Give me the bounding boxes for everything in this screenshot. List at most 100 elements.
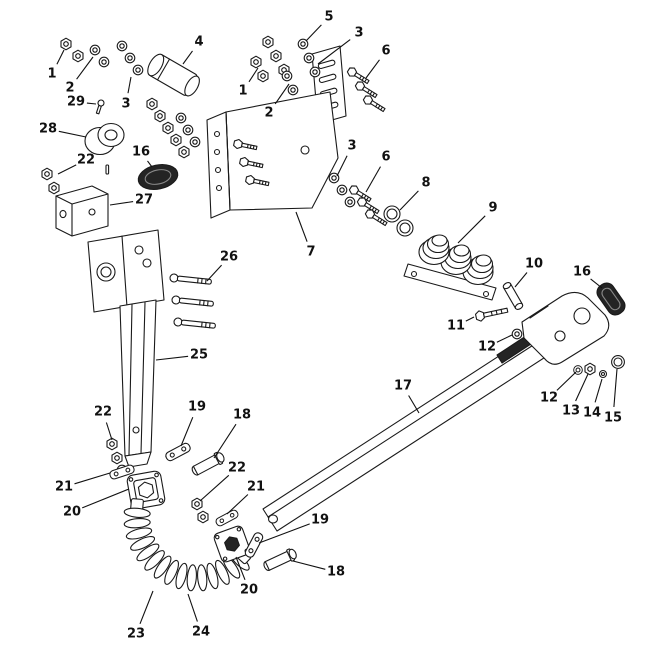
- callout-leader-2: [76, 56, 94, 80]
- callout-leader-1: [56, 49, 65, 65]
- callout-leader-9: [457, 215, 486, 244]
- callout-leader-6: [365, 59, 380, 79]
- part-cap-28: [84, 122, 125, 156]
- callout-leader-12: [556, 371, 577, 391]
- callout-leader-20: [235, 556, 246, 581]
- part-spring-assembly-9: [403, 234, 497, 301]
- part-pad-16-top: [137, 163, 179, 191]
- callout-leader-3: [336, 155, 348, 177]
- callout-leader-18: [292, 560, 326, 570]
- part-plate-19a: [163, 441, 193, 463]
- callout-leader-22: [199, 474, 230, 502]
- callout-leader-28: [58, 130, 87, 138]
- callout-label-19: 19: [188, 400, 206, 415]
- part-bolts-6-top: [345, 65, 388, 115]
- callout-label-12: 12: [540, 391, 558, 406]
- callout-leader-1: [248, 67, 259, 83]
- callout-label-11: 11: [447, 319, 465, 334]
- callout-leader-19: [258, 523, 310, 544]
- callout-leader-26: [206, 264, 223, 282]
- callout-label-3: 3: [121, 97, 130, 112]
- callout-leader-21: [226, 494, 249, 515]
- callout-leader-3: [127, 76, 132, 94]
- part-bolt-11: [474, 307, 509, 322]
- callout-leader-6: [365, 166, 381, 193]
- callout-label-21: 21: [247, 480, 265, 495]
- callout-leader-8: [399, 190, 419, 211]
- callout-label-9: 9: [488, 201, 497, 216]
- callout-label-1: 1: [238, 84, 247, 99]
- part-roller-4: [147, 53, 200, 97]
- callout-label-13: 13: [562, 404, 580, 419]
- part-nuts-22-left: [41, 164, 110, 195]
- callout-leader-27: [109, 201, 134, 206]
- part-bolts-26: [169, 273, 217, 331]
- callout-label-5: 5: [324, 10, 333, 25]
- callout-label-17: 17: [394, 379, 412, 394]
- callout-label-20: 20: [240, 583, 258, 598]
- callout-leader-14: [594, 378, 603, 403]
- callout-label-27: 27: [135, 193, 153, 208]
- callout-label-2: 2: [264, 106, 273, 121]
- callout-label-10: 10: [525, 257, 543, 272]
- callout-leader-18: [213, 423, 237, 459]
- part-bolts-6-mid: [347, 183, 390, 229]
- part-coupler-20b: [213, 525, 251, 563]
- part-pin-18a: [189, 449, 227, 479]
- callout-label-8: 8: [421, 176, 430, 191]
- part-hardware-top-center: [250, 35, 321, 96]
- callout-leader-13: [575, 373, 589, 402]
- callout-leader-17: [408, 395, 420, 414]
- callout-label-25: 25: [190, 348, 208, 363]
- callout-label-12: 12: [478, 340, 496, 355]
- callout-label-18: 18: [327, 565, 345, 580]
- part-pad-16-right: [596, 282, 626, 316]
- part-bracket-27: [55, 185, 109, 237]
- callout-label-3: 3: [347, 139, 356, 154]
- callout-leader-19: [180, 416, 194, 447]
- callout-label-7: 7: [306, 245, 315, 260]
- part-hose-23-24: [123, 498, 252, 592]
- callout-leader-4: [182, 50, 193, 65]
- part-pin-10: [502, 282, 524, 310]
- part-bolt-13: [584, 362, 596, 376]
- callout-label-2: 2: [65, 81, 74, 96]
- callout-leader-10: [514, 272, 528, 288]
- part-post-25: [87, 229, 165, 468]
- part-washer-14: [598, 369, 608, 379]
- callout-label-14: 14: [583, 406, 601, 421]
- part-washer-12a: [511, 328, 523, 340]
- callout-label-21: 21: [55, 480, 73, 495]
- callout-leader-15: [613, 368, 618, 408]
- callout-leader-29: [86, 102, 97, 105]
- callout-label-16: 16: [573, 265, 591, 280]
- callout-label-18: 18: [233, 408, 251, 423]
- callout-leader-22: [105, 422, 113, 441]
- callout-label-22: 22: [77, 153, 95, 168]
- callout-leader-20: [81, 488, 130, 509]
- callout-leader-2: [274, 83, 290, 105]
- callout-leader-16: [590, 278, 603, 289]
- part-pin-18b: [261, 546, 299, 574]
- callout-leader-22: [57, 164, 77, 175]
- callout-label-23: 23: [127, 627, 145, 642]
- callout-label-20: 20: [63, 505, 81, 520]
- callout-label-6: 6: [381, 44, 390, 59]
- callout-leader-16: [147, 160, 153, 168]
- callout-leader-7: [295, 211, 308, 242]
- callout-label-6: 6: [381, 150, 390, 165]
- callout-label-16: 16: [132, 145, 150, 160]
- part-nuts-22b: [191, 497, 209, 524]
- callout-label-19: 19: [311, 513, 329, 528]
- callout-leader-3: [317, 39, 351, 65]
- part-bracket-7: [206, 45, 347, 219]
- part-strap-21b: [214, 508, 240, 528]
- callout-leader-5: [305, 24, 322, 42]
- callout-label-3: 3: [354, 26, 363, 41]
- part-screw-29: [95, 99, 105, 115]
- callout-leader-21: [74, 472, 111, 485]
- callout-leader-11: [465, 316, 475, 322]
